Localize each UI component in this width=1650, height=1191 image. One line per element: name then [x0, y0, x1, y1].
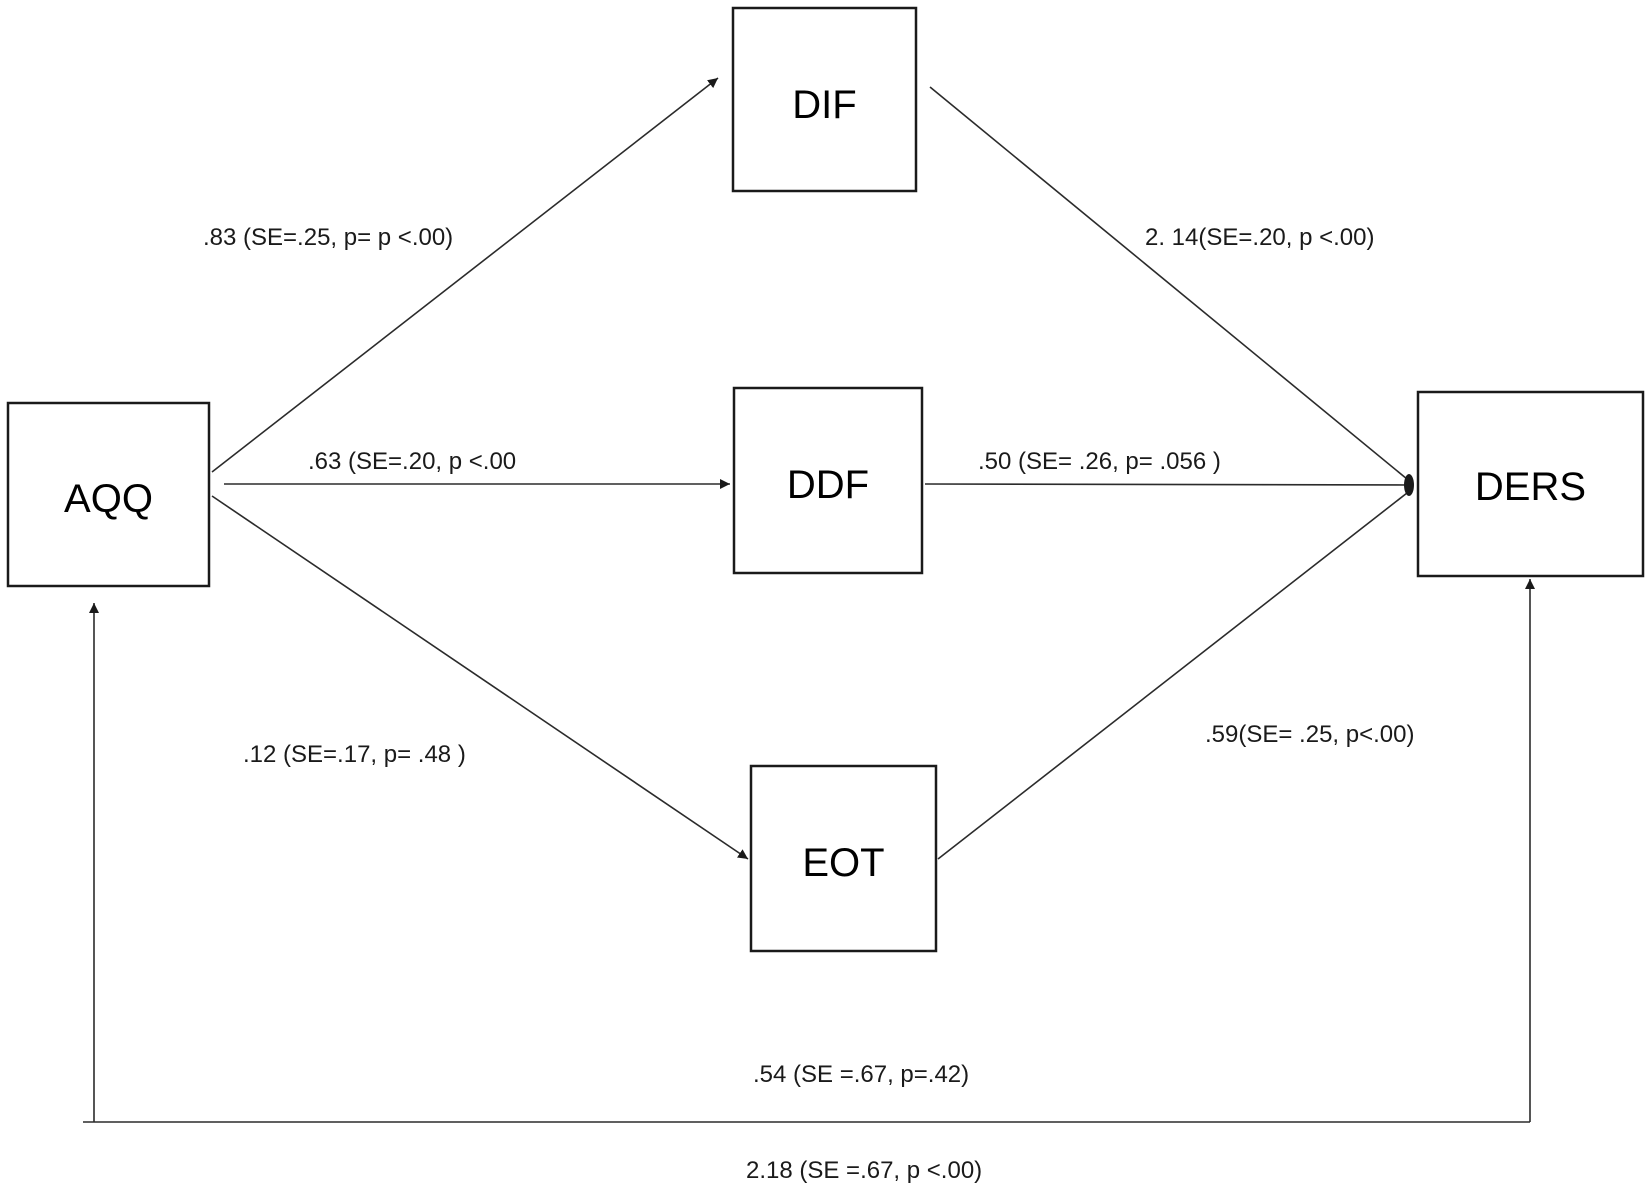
node-ddf-label: DDF — [787, 463, 869, 507]
node-dif-label: DIF — [792, 83, 856, 127]
path-dif-to-ders — [929, 86, 1408, 480]
label-direct-effect: .54 (SE =.67, p=.42) — [753, 1061, 969, 1088]
node-aqq: AQQ — [6, 401, 211, 588]
node-ders: DERS — [1416, 390, 1645, 578]
path-aqq-to-eot — [211, 495, 749, 860]
node-dif: DIF — [731, 6, 918, 193]
label-total-effect: 2.18 (SE =.67, p <.00) — [746, 1157, 982, 1184]
node-eot: EOT — [749, 764, 938, 953]
label-ddf-ders: .50 (SE= .26, p= .056 ) — [978, 448, 1221, 475]
node-ders-label: DERS — [1475, 465, 1586, 509]
label-eot-ders: .59(SE= .25, p<.00) — [1205, 721, 1414, 748]
node-aqq-label: AQQ — [64, 477, 153, 521]
path-ddf-to-ders — [924, 483, 1410, 486]
label-aqq-eot: .12 (SE=.17, p= .48 ) — [243, 741, 466, 768]
label-dif-ders: 2. 14(SE=.20, p <.00) — [1145, 224, 1375, 251]
convergence-point — [1404, 474, 1414, 496]
path-aqq-to-dif — [211, 77, 719, 473]
node-eot-label: EOT — [802, 841, 884, 885]
label-aqq-dif: .83 (SE=.25, p= p <.00) — [203, 224, 453, 251]
node-ddf: DDF — [732, 386, 924, 575]
label-aqq-ddf: .63 (SE=.20, p <.00 — [308, 448, 516, 475]
path-eot-to-ders — [937, 492, 1408, 860]
